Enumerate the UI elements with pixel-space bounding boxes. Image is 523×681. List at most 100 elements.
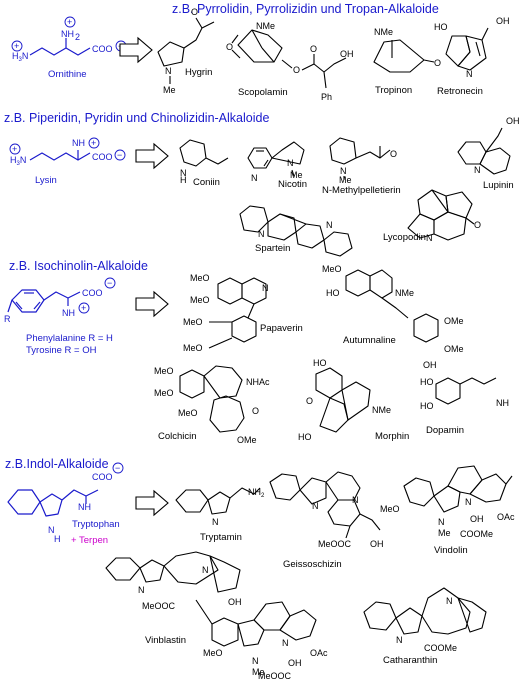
- svg-text:NH: NH: [78, 502, 91, 512]
- section-1-heading: z.B. Pyrrolidin, Pyrrolizidin und Tropan…: [172, 2, 439, 16]
- svg-text:−: −: [107, 278, 112, 288]
- svg-text:Me: Me: [252, 667, 265, 677]
- retronecin-structure: HO N OH: [434, 16, 510, 79]
- svg-text:NMe: NMe: [372, 405, 391, 415]
- svg-text:OH: OH: [228, 597, 242, 607]
- precursor-tryptophan: Tryptophan: [72, 519, 120, 530]
- arrow-3: [135, 290, 169, 318]
- svg-text:N: N: [287, 158, 294, 168]
- vinblastin-structure: N N OH MeOOC MeO N Me N OH OAc MeOOC: [105, 551, 328, 681]
- svg-text:O: O: [252, 406, 259, 416]
- svg-text:N: N: [48, 525, 55, 535]
- svg-text:MeO: MeO: [322, 264, 342, 274]
- svg-text:N: N: [202, 565, 209, 575]
- svg-text:OH: OH: [423, 360, 437, 370]
- svg-text:+: +: [67, 17, 72, 27]
- compound-scopolamin: Scopolamin: [238, 87, 288, 98]
- svg-text:COOMe: COOMe: [460, 529, 493, 539]
- svg-text:OAc: OAc: [310, 648, 328, 658]
- spartein-structure: N N: [239, 205, 353, 257]
- svg-text:Ph: Ph: [321, 92, 332, 102]
- arrow-2: [135, 142, 169, 170]
- compound-lupinin: Lupinin: [483, 180, 514, 191]
- svg-text:OMe: OMe: [237, 435, 257, 445]
- svg-text:OH: OH: [496, 16, 510, 26]
- svg-text:COO: COO: [92, 152, 113, 162]
- precursor-lysin: Lysin: [35, 175, 57, 186]
- svg-text:MeO: MeO: [380, 504, 400, 514]
- svg-text:Me: Me: [163, 85, 176, 95]
- precursor-phenylalanine: Phenylalanine R = H: [26, 333, 113, 344]
- svg-text:Me: Me: [290, 170, 303, 180]
- svg-text:+: +: [14, 41, 19, 51]
- morphin-structure: HO O NMe HO: [298, 358, 391, 442]
- compound-dopamin: Dopamin: [426, 425, 464, 436]
- svg-text:O: O: [434, 58, 441, 68]
- compound-tryptamin: Tryptamin: [200, 532, 242, 543]
- svg-text:OMe: OMe: [444, 316, 464, 326]
- tryptophan-structure: N H NH COO −: [7, 462, 124, 544]
- svg-text:NMe: NMe: [256, 21, 275, 31]
- svg-text:OH: OH: [506, 116, 520, 126]
- svg-text:NHAc: NHAc: [246, 377, 270, 387]
- compound-n-methylpelletierin: N-Methylpelletierin: [322, 185, 401, 196]
- svg-text:Me: Me: [339, 175, 352, 185]
- compound-tropinon: Tropinon: [375, 85, 412, 96]
- svg-text:N: N: [465, 497, 472, 507]
- svg-text:N: N: [340, 166, 347, 176]
- svg-text:COO: COO: [92, 472, 113, 482]
- svg-text:HO: HO: [420, 377, 434, 387]
- svg-text:O: O: [306, 396, 313, 406]
- svg-text:MeO: MeO: [190, 295, 210, 305]
- section-2-heading: z.B. Piperidin, Pyridin und Chinolizidin…: [4, 111, 269, 125]
- compound-morphin: Morphin: [375, 431, 409, 442]
- compound-vindolin: Vindolin: [434, 545, 468, 556]
- svg-text:H3N: H3N: [10, 155, 26, 167]
- compound-retronecin: Retronecin: [437, 86, 483, 97]
- svg-text:O: O: [226, 42, 233, 52]
- svg-text:OH: OH: [288, 658, 302, 668]
- svg-text:MeOOC: MeOOC: [258, 671, 292, 681]
- svg-text:MeOOC: MeOOC: [318, 539, 352, 549]
- tryptamin-structure: N NH2: [175, 487, 265, 527]
- svg-text:N: N: [165, 66, 172, 76]
- svg-text:N: N: [138, 585, 145, 595]
- lysin-structure: H3N + NH + COO −: [9, 137, 126, 167]
- svg-text:HO: HO: [313, 358, 327, 368]
- compound-coniin: Coniin: [193, 177, 220, 188]
- svg-text:N: N: [312, 501, 319, 511]
- svg-text:MeO: MeO: [183, 317, 203, 327]
- svg-text:MeOOC: MeOOC: [142, 601, 176, 611]
- compound-hygrin: Hygrin: [185, 67, 212, 78]
- ornithine-structure: H3N + NH 2 COO − +: [11, 16, 127, 63]
- svg-text:NMe: NMe: [374, 27, 393, 37]
- svg-text:O: O: [293, 65, 300, 75]
- svg-text:+: +: [12, 144, 17, 154]
- vindolin-structure: MeO N Me N OH OAc COOMe: [380, 465, 515, 539]
- svg-text:O: O: [310, 44, 317, 54]
- svg-text:N: N: [474, 165, 481, 175]
- svg-text:OH: OH: [340, 49, 354, 59]
- svg-text:N: N: [438, 517, 445, 527]
- nicotin-structure: N N Me: [247, 141, 305, 183]
- compound-catharanthin: Catharanthin: [383, 655, 437, 666]
- svg-text:N: N: [180, 168, 187, 178]
- svg-text:N: N: [282, 638, 289, 648]
- svg-text:N: N: [326, 220, 333, 230]
- papaverin-structure: MeO MeO N MeO MeO: [183, 273, 269, 353]
- svg-text:N: N: [212, 517, 219, 527]
- svg-text:OMe: OMe: [444, 344, 464, 354]
- hygrin-structure: N Me O: [157, 7, 215, 95]
- svg-text:COOMe: COOMe: [424, 643, 457, 653]
- lycopodin-structure: N O: [407, 189, 481, 243]
- arrow-1: [119, 36, 153, 64]
- svg-text:N: N: [396, 635, 403, 645]
- svg-text:HO: HO: [434, 22, 448, 32]
- svg-text:N: N: [446, 596, 453, 606]
- ornithine-coo-label: COO: [92, 44, 113, 54]
- n-methylpelletierin-structure: N Me O: [329, 137, 397, 185]
- svg-text:MeO: MeO: [183, 343, 203, 353]
- dopamin-structure: HO HO NH: [420, 377, 509, 411]
- svg-text:+: +: [91, 138, 96, 148]
